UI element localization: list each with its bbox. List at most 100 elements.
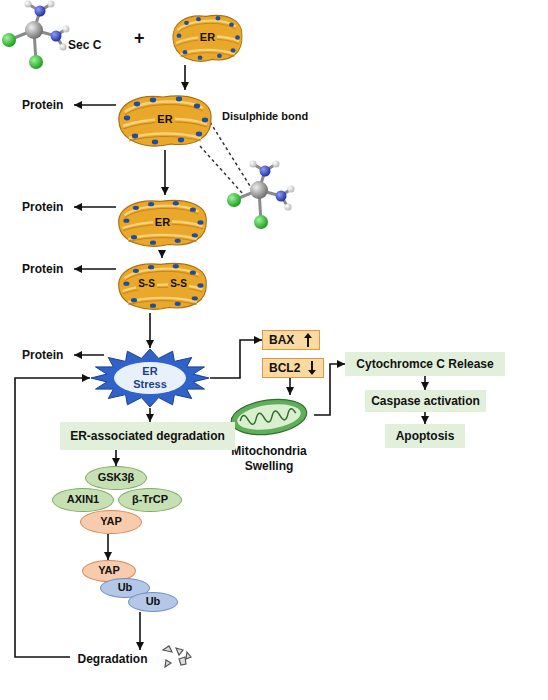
er-body — [119, 96, 211, 146]
ribosome-dot — [216, 16, 221, 20]
ribosome-dot — [150, 240, 156, 244]
protein-ellipse: GSK3β — [85, 466, 147, 490]
ribosome-dot — [134, 102, 140, 107]
er-cisterna-edge — [128, 238, 196, 242]
protein-release-arrows — [74, 105, 116, 355]
ribosome-dot — [152, 140, 158, 145]
er-cisterna — [128, 235, 196, 239]
ribosome-dot — [197, 283, 203, 287]
flow-arrow — [210, 340, 262, 378]
mitochondrion: Mitochondria Swelling — [224, 395, 314, 473]
stress-burst: ER Stress — [90, 348, 210, 408]
ribosome-dot — [148, 202, 154, 206]
flow-arrow — [424, 376, 426, 390]
compound-node: Sec C — [0, 0, 115, 72]
er-cisterna-edge — [123, 287, 203, 294]
flow-arrow — [424, 412, 426, 424]
er-cisterna — [129, 134, 201, 139]
ubiquitin-ellipse: Ub — [128, 592, 178, 612]
ribosome-dot — [198, 55, 203, 59]
plus-sign: + — [134, 28, 145, 50]
protein-label-holder: Protein — [22, 348, 63, 362]
ribosome-dot — [175, 239, 181, 243]
er-cisterna — [123, 284, 203, 291]
er-organelle: ER — [115, 90, 215, 150]
er-organelle: ER — [115, 195, 210, 250]
er-body — [119, 263, 207, 309]
ribosome-dot — [123, 281, 129, 285]
ribosome-dot — [123, 218, 129, 222]
protein-ellipse: YAP — [80, 510, 142, 534]
protein-label: Protein — [22, 348, 63, 362]
node-text: BCL2 — [269, 361, 300, 375]
ribosome-dot — [176, 97, 182, 102]
protein-box: BAX — [262, 330, 320, 350]
arrow-glyph — [304, 333, 312, 347]
node-text: β-TrCP — [132, 493, 168, 506]
process-box: Caspase activation — [365, 390, 486, 412]
er-organelle: S-SS-S — [115, 258, 210, 313]
er-cisterna-edge — [129, 137, 201, 142]
er-cisterna-edge — [181, 53, 235, 57]
er-organelle: ER — [170, 10, 245, 65]
protein-label-holder: Protein — [22, 200, 63, 214]
starburst — [91, 349, 209, 407]
flow-arrow — [164, 150, 166, 195]
outer-membrane — [229, 395, 309, 439]
protein-label: Protein — [22, 98, 63, 112]
ribosome-dot — [150, 303, 156, 307]
ribosome-dot — [202, 118, 208, 123]
ribosome-dot — [183, 50, 188, 54]
bond-label-holder: Disulphide bond — [222, 110, 308, 123]
er-cisterna — [128, 298, 196, 302]
node-text: Degradation — [77, 652, 147, 666]
increase-arrow — [304, 333, 312, 347]
ribosome-dot — [173, 264, 179, 268]
node-text: ER — [153, 216, 172, 229]
node-text: Caspase activation — [371, 394, 480, 408]
node-text: Ub — [146, 595, 161, 608]
protein-box: BCL2 — [262, 358, 324, 378]
ribosome-dot — [192, 296, 198, 300]
ribosome-dot — [197, 220, 203, 224]
process-box: Cytochromce C Release — [345, 352, 505, 376]
process-box: ER-associated degradation — [60, 422, 235, 450]
ribosome-dot — [190, 270, 196, 274]
ribosome-dot — [229, 22, 234, 26]
ribosome-dot — [231, 48, 236, 52]
molecule-shape — [0, 0, 70, 72]
node-text: ER — [155, 113, 174, 126]
flow-arrow — [289, 378, 291, 395]
ribosome-dot — [178, 138, 184, 143]
ribosome-dot — [196, 17, 201, 21]
er-cisterna-edge — [128, 301, 196, 305]
ribosome-dot — [132, 134, 138, 139]
er-shape — [115, 258, 210, 313]
flow-arrow — [184, 65, 186, 90]
ribosome-dot — [150, 98, 156, 103]
node-text: S-S — [136, 278, 157, 290]
er-body — [119, 200, 207, 246]
ribosome-dot — [196, 132, 202, 137]
node-text: YAP — [98, 564, 120, 577]
node-text: ER-associated degradation — [70, 429, 225, 443]
node-text: Ub — [118, 581, 133, 594]
ribosome-dot — [133, 206, 139, 210]
sec-c-molecule — [227, 161, 295, 230]
protein-label-holder: Protein — [22, 98, 63, 112]
decrease-arrow — [308, 361, 316, 375]
flow-arrow — [107, 534, 109, 560]
node-text: AXIN1 — [67, 493, 99, 506]
ribosome-dot — [177, 33, 182, 37]
flow-arrow — [139, 612, 141, 650]
protein-label: Protein — [22, 200, 63, 214]
node-text: ER Stress — [129, 365, 171, 391]
ribosome-dot — [192, 233, 198, 237]
process-box: Apoptosis — [385, 424, 465, 448]
ribosome-dot — [190, 207, 196, 211]
cristae — [240, 408, 297, 426]
node-text: Cytochromce C Release — [356, 357, 493, 371]
